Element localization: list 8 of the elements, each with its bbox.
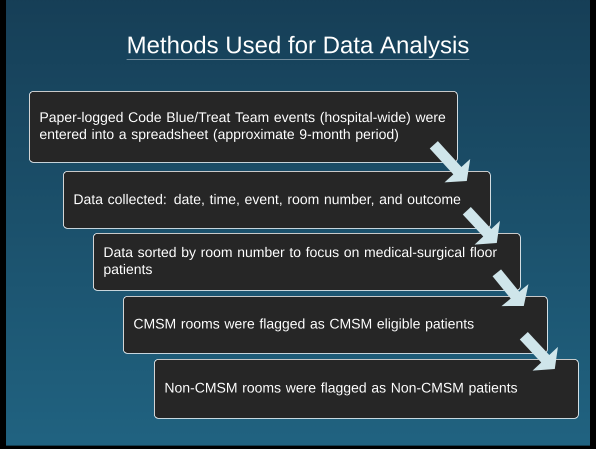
block-arrow <box>492 269 528 306</box>
process-box: CMSM rooms were flagged as CMSM eligible patients <box>123 296 548 354</box>
block-arrow <box>430 141 470 182</box>
process-box: Data sorted by room number to focus on medical-surgical floor patients <box>93 232 521 291</box>
process-box: Data collected: date, time, event, room number, and outcome <box>63 170 491 229</box>
title: Methods Used for Data Analysis <box>126 36 470 60</box>
process-box: Paper-logged Code Blue/Treat Team events (hospital-wide) were entered into a spreadsheet (approximate 9-month period) <box>29 91 458 163</box>
process-box: Non-CMSM rooms were flagged as Non-CMSM patients <box>154 358 579 419</box>
